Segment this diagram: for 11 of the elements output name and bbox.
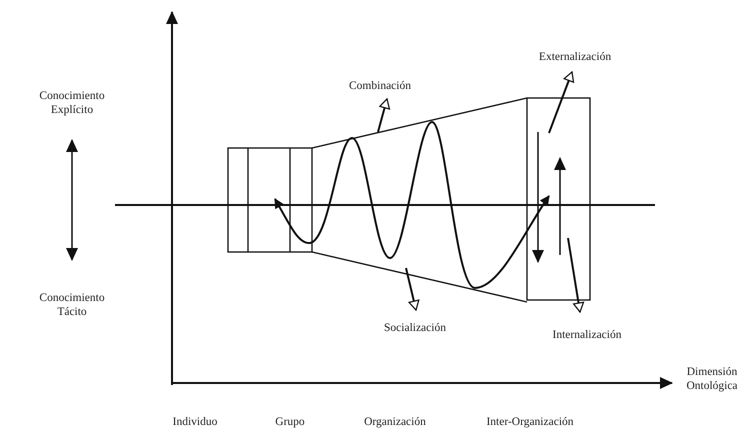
axis-label: Conocimiento Tácito (39, 292, 105, 318)
axis-label: Conocimiento Explícito (39, 90, 105, 116)
mode-label: Internalización (552, 329, 622, 341)
mode-label: Externalización (538, 51, 612, 63)
mode-label: Combinación (349, 80, 411, 92)
level-label: Inter-Organización (486, 416, 574, 428)
level-label: Organización (364, 416, 426, 428)
mode-label: Socialización (384, 322, 446, 334)
axis-label: Dimensión Ontológica (686, 366, 738, 392)
level-label: Grupo (275, 416, 305, 428)
level-label: Individuo (172, 416, 218, 428)
